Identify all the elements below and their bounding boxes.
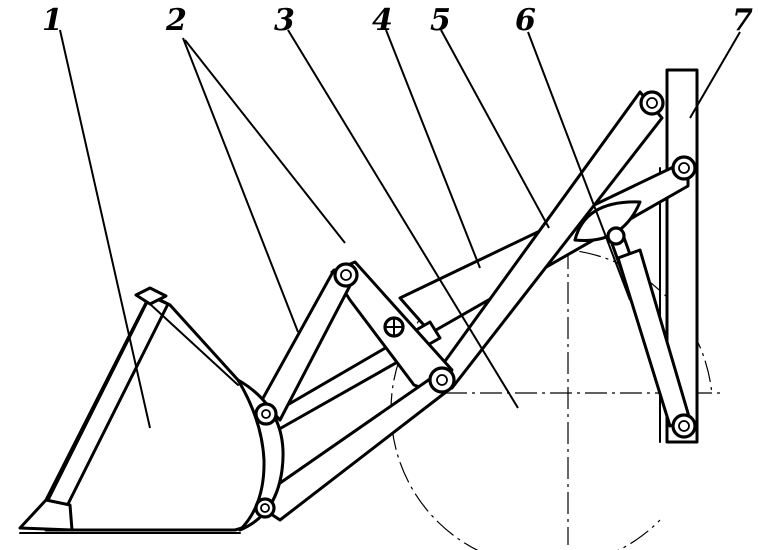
bucket-shell — [44, 293, 284, 532]
leader-6 — [527, 31, 631, 301]
pin-frame-boom — [671, 155, 697, 181]
leader-7 — [689, 31, 741, 119]
pivot-boss — [573, 200, 642, 243]
label-2: 2 — [165, 3, 187, 38]
pins — [254, 90, 697, 519]
pin-cylinder-top — [606, 226, 626, 246]
pin-bucket-lower — [254, 497, 276, 519]
pin-frame-top — [639, 90, 665, 116]
pin-bucket-link — [254, 402, 278, 426]
bucket-inner-line — [149, 303, 239, 386]
leader-5 — [440, 29, 550, 229]
bucket — [18, 286, 285, 534]
pin-rocker-top — [333, 262, 359, 288]
leader-2a — [182, 37, 299, 333]
leader-lines — [59, 29, 741, 429]
label-3: 3 — [274, 3, 295, 38]
bucket-top-lip — [134, 286, 168, 306]
bucket-cutting-edge — [18, 498, 74, 532]
pin-rocker-bottom — [428, 366, 456, 394]
label-4: 4 — [372, 3, 393, 38]
leader-2b — [184, 39, 346, 244]
reference-numerals: 1 2 3 4 5 6 7 — [42, 3, 753, 38]
pin-rocker-centre — [383, 316, 405, 338]
label-1: 1 — [42, 3, 63, 38]
leader-3 — [287, 29, 519, 409]
leader-1 — [59, 29, 151, 429]
pin-frame-bottom — [671, 413, 697, 439]
label-6: 6 — [515, 3, 536, 38]
label-5: 5 — [430, 3, 451, 38]
leader-4 — [385, 29, 481, 269]
label-7: 7 — [732, 3, 753, 38]
